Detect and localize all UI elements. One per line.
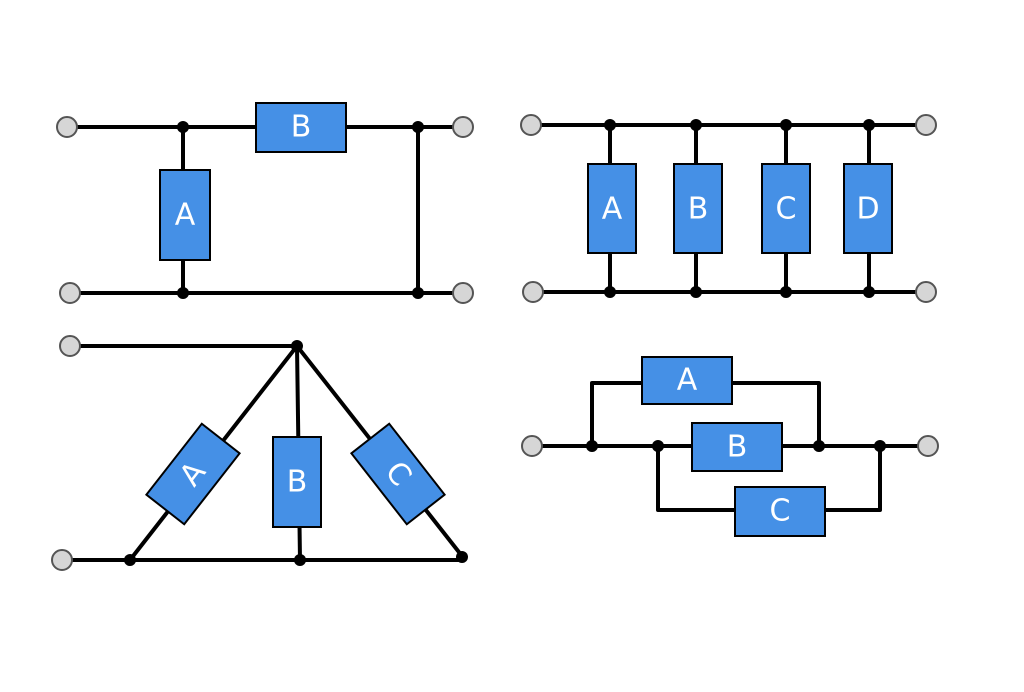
circuit-bottom-right: A B C (521, 356, 939, 537)
junction-node (874, 440, 886, 452)
resistor-a-label: A (602, 192, 623, 227)
terminal (51, 549, 73, 571)
terminal (56, 116, 78, 138)
terminal (917, 435, 939, 457)
junction-node (604, 286, 616, 298)
resistor-b: B (673, 163, 723, 254)
terminal (521, 435, 543, 457)
junction-node (780, 119, 792, 131)
terminal (452, 282, 474, 304)
junction-node (177, 121, 189, 133)
junction-node (586, 440, 598, 452)
junction-node (177, 287, 189, 299)
resistor-b-label: B (291, 110, 312, 145)
circuit-top-left: A B (56, 102, 474, 304)
circuit-bottom-left: A B C (51, 335, 468, 571)
junction-node (690, 286, 702, 298)
resistor-d: D (843, 163, 893, 254)
terminal (520, 114, 542, 136)
terminal (452, 116, 474, 138)
resistor-a: A (159, 169, 211, 261)
junction-node (863, 119, 875, 131)
junction-node (690, 119, 702, 131)
resistor-c: C (761, 163, 811, 254)
resistor-a-label: A (175, 198, 196, 233)
resistor-b: B (691, 422, 783, 472)
junction-node (291, 340, 303, 352)
junction-node (863, 286, 875, 298)
resistor-c-label: C (776, 192, 797, 227)
resistor-a: A (641, 356, 733, 405)
junction-node (412, 287, 424, 299)
junction-node (780, 286, 792, 298)
junction-node (604, 119, 616, 131)
resistor-d-label: D (856, 192, 879, 227)
circuit-top-right: A B C D (520, 114, 937, 303)
resistor-b-label: B (688, 192, 709, 227)
junction-node (652, 440, 664, 452)
resistor-c: C (349, 422, 447, 526)
junction-node (294, 554, 306, 566)
junction-node (124, 554, 136, 566)
terminal (915, 114, 937, 136)
resistor-b: B (272, 436, 322, 528)
terminal (915, 281, 937, 303)
resistor-b-label: B (287, 465, 308, 500)
resistor-a-label: A (677, 363, 698, 398)
terminal (59, 335, 81, 357)
resistor-c-label: C (770, 494, 791, 529)
resistor-b: B (255, 102, 347, 153)
resistor-a: A (144, 422, 242, 526)
resistor-c: C (734, 486, 826, 537)
junction-node (412, 121, 424, 133)
resistor-b-label: B (727, 430, 748, 465)
junction-node (456, 551, 468, 563)
terminal (522, 281, 544, 303)
terminal (59, 282, 81, 304)
junction-node (813, 440, 825, 452)
resistor-a: A (587, 163, 637, 254)
